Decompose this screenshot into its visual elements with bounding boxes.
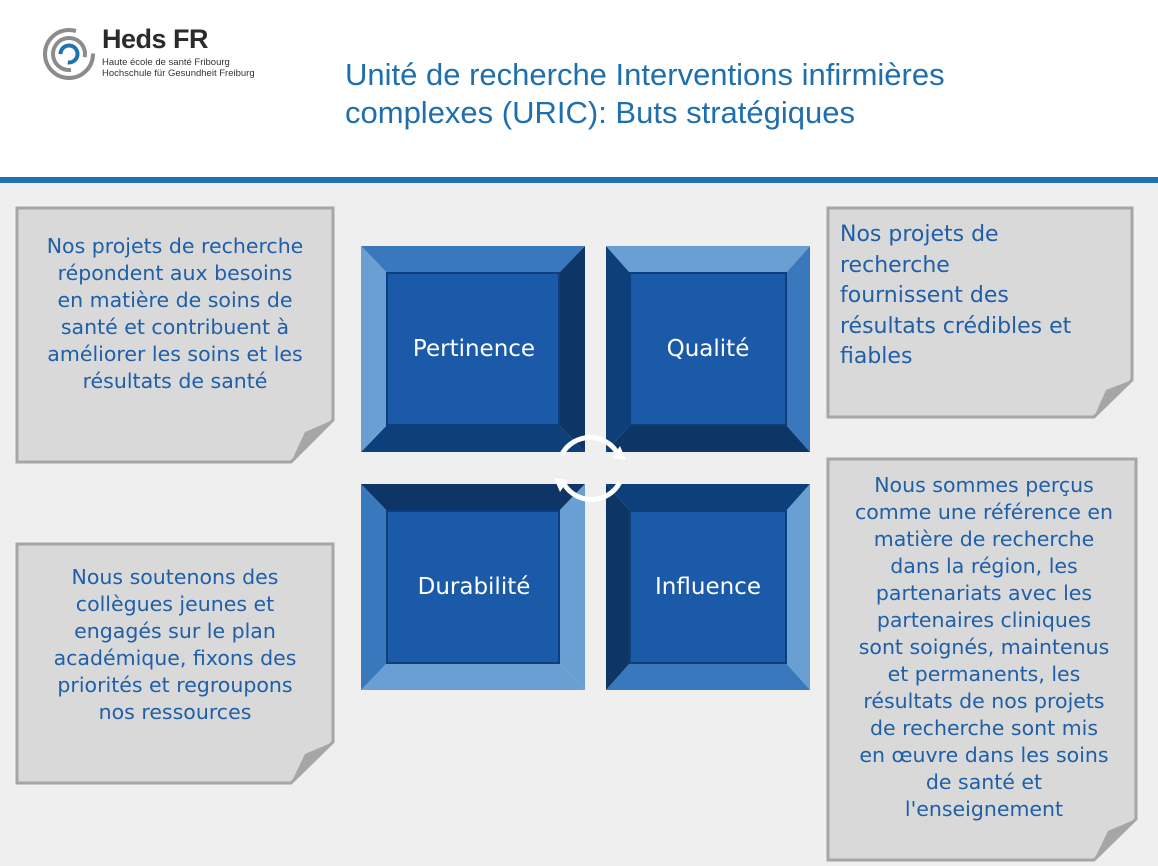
note-line: Nous soutenons des bbox=[71, 565, 279, 589]
quadrant-label: Durabilité bbox=[417, 574, 531, 600]
note-line: Nos projets de recherche bbox=[46, 234, 304, 258]
note-line: collègues jeunes et bbox=[75, 592, 275, 616]
note-text: Nos projets de recherche fournissent des… bbox=[840, 220, 1130, 373]
quadrant-qualite: Qualité bbox=[606, 246, 830, 462]
page-title-line: complexes (URIC): Buts stratégiques bbox=[345, 95, 855, 130]
note-bottom-right: Nous sommes perçus comme une référence e… bbox=[826, 457, 1140, 864]
page-title: Unité de recherche Interventions infirmi… bbox=[345, 56, 1125, 132]
note-line: résultats de nos projets bbox=[863, 689, 1105, 713]
logo-subtitle-de: Hochschule für Gesundheit Freiburg bbox=[102, 68, 255, 79]
note-top-left: Nos projets de recherche répondent aux b… bbox=[15, 206, 337, 466]
page-title-line: Unité de recherche Interventions infirmi… bbox=[345, 57, 945, 92]
quadrant-label: Qualité bbox=[666, 336, 750, 362]
note-line: priorités et regroupons bbox=[57, 673, 293, 697]
note-line: dans la région, les bbox=[890, 554, 1078, 578]
note-line: engagés sur le plan bbox=[74, 619, 276, 643]
note-line: fournissent des bbox=[840, 283, 1009, 308]
quadrant-influence: Influence bbox=[606, 484, 830, 700]
logo-subtitle-fr: Haute école de santé Fribourg bbox=[102, 57, 230, 68]
quadrant-label: Pertinence bbox=[412, 336, 536, 362]
note-line: améliorer les soins et les bbox=[47, 342, 303, 366]
note-text: Nos projets de recherche répondent aux b… bbox=[21, 233, 329, 395]
note-line: partenaires cliniques bbox=[876, 608, 1092, 632]
note-bottom-left: Nous soutenons des collègues jeunes et e… bbox=[15, 542, 337, 787]
note-text: Nous soutenons des collègues jeunes et e… bbox=[21, 564, 329, 726]
note-text: Nous sommes perçus comme une référence e… bbox=[832, 472, 1136, 823]
note-line: de recherche sont mis bbox=[869, 716, 1099, 740]
note-line: partenariats avec les bbox=[875, 581, 1093, 605]
logo-name: Heds FR bbox=[102, 24, 209, 54]
quadrant-pertinence: Pertinence bbox=[361, 246, 585, 462]
note-top-right: Nos projets de recherche fournissent des… bbox=[826, 206, 1136, 421]
note-line: Nos projets de bbox=[840, 222, 999, 247]
note-line: académique, fixons des bbox=[53, 646, 297, 670]
note-line: résultats de santé bbox=[82, 369, 268, 393]
concentric-circles-logo-icon bbox=[43, 28, 95, 80]
note-line: de santé et bbox=[925, 770, 1043, 794]
note-line: en matière de soins de bbox=[57, 288, 293, 312]
header-divider bbox=[0, 177, 1158, 183]
note-line: fiables bbox=[840, 344, 913, 369]
note-line: matière de recherche bbox=[873, 527, 1095, 551]
note-line: l'enseignement bbox=[904, 797, 1064, 821]
note-line: répondent aux besoins bbox=[57, 261, 293, 285]
note-line: en œuvre dans les soins bbox=[859, 743, 1109, 767]
cycle-arrows-icon bbox=[554, 435, 626, 503]
note-line: comme une référence en bbox=[854, 500, 1113, 524]
note-line: et permanents, les bbox=[887, 662, 1081, 686]
note-line: recherche bbox=[840, 252, 950, 278]
note-line: Nous sommes perçus bbox=[874, 473, 1094, 497]
note-line: sont soignés, maintenus bbox=[858, 635, 1110, 659]
note-line: nos ressources bbox=[98, 700, 252, 724]
note-line: résultats crédibles et bbox=[840, 313, 1072, 339]
note-line: santé et contribuent à bbox=[60, 315, 290, 339]
quadrant-label: Influence bbox=[655, 574, 761, 600]
header bbox=[0, 0, 1158, 177]
quadrant-durabilite: Durabilité bbox=[361, 484, 585, 700]
